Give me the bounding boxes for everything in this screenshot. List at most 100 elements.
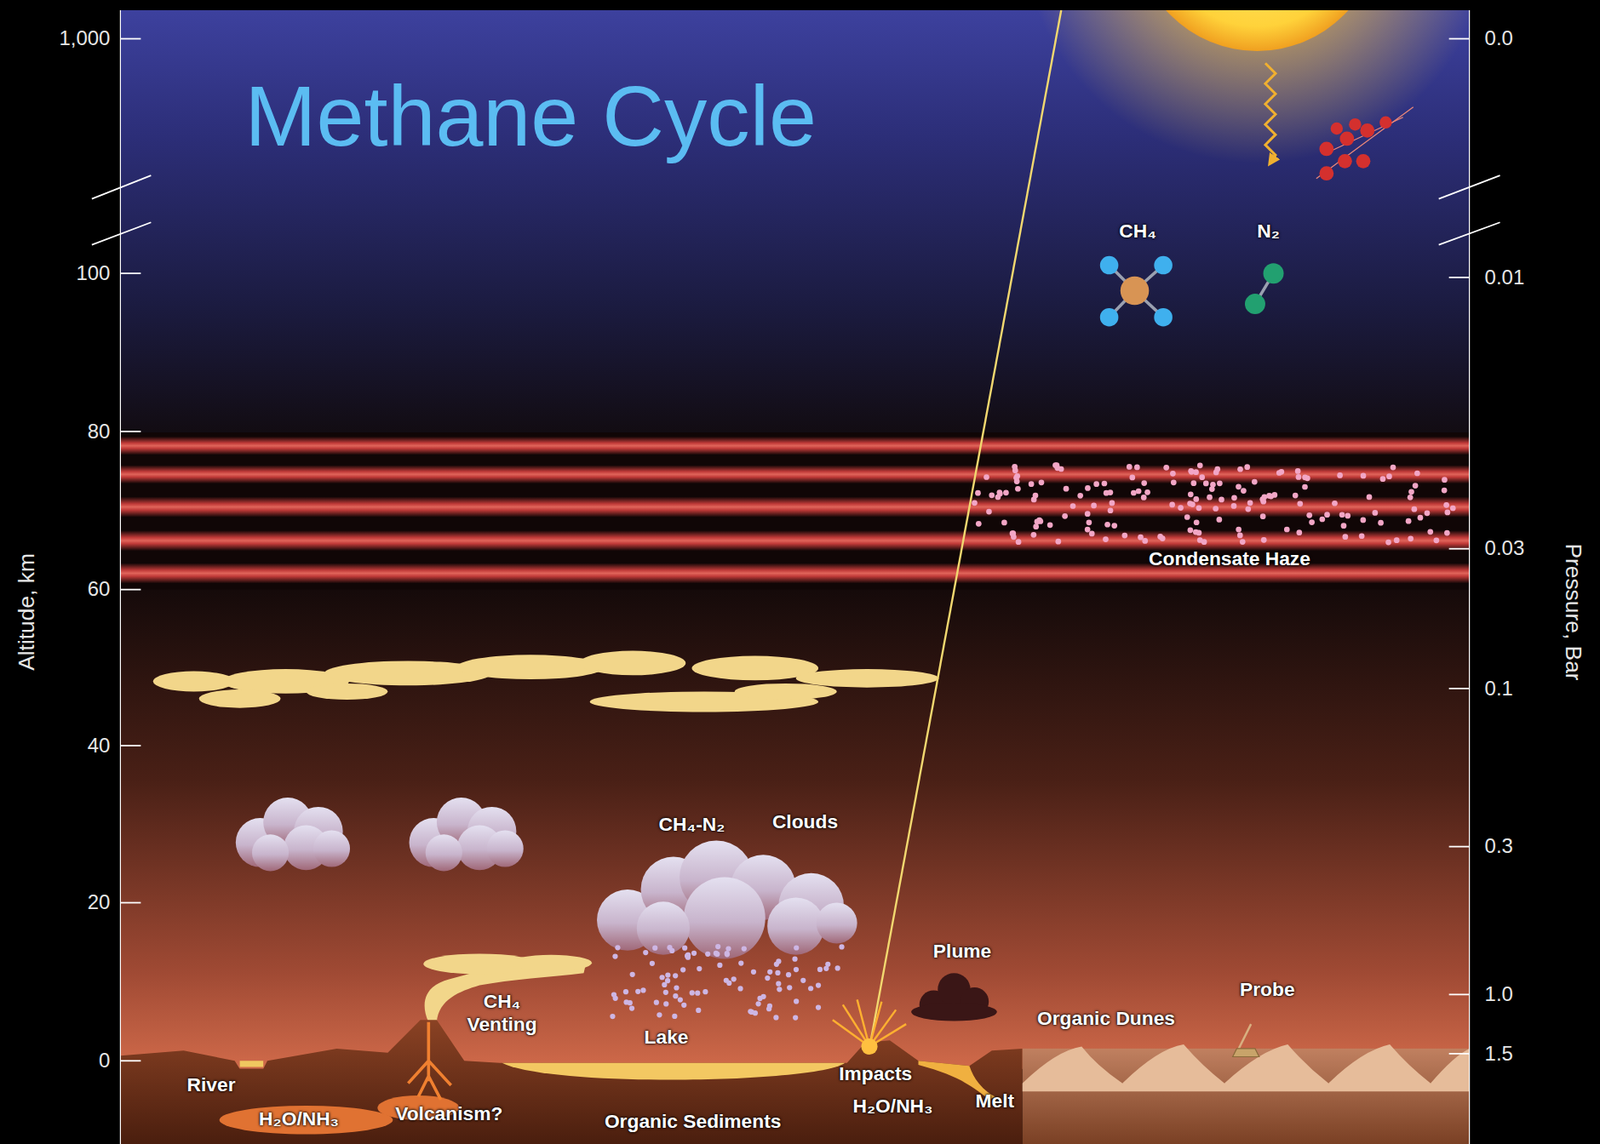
haze-dot [1130, 490, 1137, 497]
haze-dot [1231, 494, 1238, 501]
haze-dot [1393, 537, 1400, 544]
rain-drop [663, 1001, 669, 1007]
diagram-title: Methane Cycle [245, 73, 817, 160]
haze-dot [1196, 504, 1203, 511]
feature-label: Organic Sediments [604, 1111, 782, 1134]
haze-dot [1032, 493, 1039, 499]
haze-dot [1190, 480, 1197, 487]
haze-dot [1247, 499, 1254, 506]
haze-dot [1031, 532, 1038, 539]
rain-drop [767, 969, 773, 975]
rain-drop [627, 1000, 633, 1006]
feature-label: Probe [1239, 978, 1296, 1001]
rain-drop [696, 966, 702, 972]
haze-dot [1306, 512, 1313, 519]
haze-dot [1244, 464, 1251, 471]
haze-dot [1386, 473, 1393, 480]
haze-dot [1001, 520, 1008, 527]
haze-dot [1104, 521, 1111, 528]
haze-dot [1028, 481, 1035, 488]
rain-drop [723, 978, 729, 984]
haze-dot [1077, 493, 1084, 499]
rain-drop [776, 986, 782, 993]
rain-drop [835, 965, 841, 971]
rain-drop [705, 951, 711, 958]
rain-drop [755, 1001, 761, 1007]
haze-dot [1032, 523, 1039, 530]
rain-drop [630, 972, 636, 978]
haze-dot [1170, 479, 1177, 486]
haze-dot [1414, 470, 1421, 477]
haze-dot [1445, 510, 1451, 517]
haze-dot [1296, 501, 1303, 508]
haze-dot [1015, 486, 1021, 493]
rain-drop [702, 989, 708, 995]
haze-dot [1009, 530, 1016, 537]
rain-drop [669, 948, 675, 954]
rain-drop [741, 946, 747, 952]
haze-dot [1061, 513, 1068, 520]
rain-drop [691, 951, 697, 957]
haze-dot [1260, 513, 1267, 520]
haze-dot [1427, 528, 1434, 535]
haze-dot [1101, 481, 1108, 488]
haze-dot [1070, 503, 1077, 510]
haze-dot [1215, 516, 1222, 523]
rain-drop [751, 969, 757, 975]
feature-label: N₂ [1256, 220, 1280, 243]
haze-dot [1441, 487, 1448, 494]
haze-dot [1216, 480, 1223, 487]
haze-dot [1163, 464, 1170, 471]
haze-dot [1047, 521, 1054, 528]
haze-dot [1284, 527, 1291, 534]
axis-label: 60 [87, 578, 111, 603]
haze-dot [1003, 489, 1010, 496]
haze-dot [1450, 505, 1457, 512]
haze-dot [1084, 510, 1091, 517]
haze-dot [1209, 486, 1216, 493]
feature-label: CH₄ Venting [454, 991, 549, 1036]
haze-dot [1129, 475, 1136, 482]
rain-drop [684, 952, 690, 958]
haze-dot [988, 493, 995, 499]
haze-dot [1135, 488, 1142, 495]
feature-label: Organic Dunes [1037, 1008, 1176, 1031]
axis-title: Pressure, Bar [1560, 543, 1587, 681]
haze-dot [1198, 474, 1205, 481]
haze-dot [1193, 519, 1200, 526]
haze-dot [1169, 502, 1176, 509]
haze-dot [1292, 493, 1299, 499]
axis-title: Altitude, km [13, 553, 40, 671]
rain-drop [652, 946, 658, 952]
haze-dot [1407, 494, 1414, 501]
haze-dot [1237, 533, 1244, 540]
rain-drop [649, 961, 655, 967]
haze-dot [1237, 466, 1244, 473]
haze-dot [1121, 533, 1128, 540]
haze-dot [1203, 481, 1210, 488]
haze-dot [1188, 469, 1195, 476]
haze-dot [1141, 538, 1148, 545]
haze-dot [1424, 510, 1431, 517]
rain-drop [752, 1010, 758, 1016]
rain-drop [793, 945, 799, 951]
haze-dot [1084, 485, 1091, 492]
haze-dot [1231, 503, 1238, 510]
haze-dot [1015, 539, 1022, 545]
haze-dot [1304, 475, 1311, 482]
haze-dot [1359, 533, 1365, 540]
haze-dot [1240, 487, 1247, 494]
rain-drop [724, 951, 730, 957]
haze-dot [1405, 518, 1412, 525]
haze-dot [1084, 527, 1091, 534]
haze-dot [1324, 511, 1331, 518]
haze-dot [1341, 522, 1348, 529]
feature-label: H₂O/NH₃ [853, 1095, 934, 1119]
rain-drop [738, 961, 744, 967]
haze-dot [1197, 462, 1204, 469]
rain-drop [609, 1014, 615, 1020]
haze-dot [1266, 493, 1273, 499]
rain-drop [747, 1009, 753, 1015]
haze-dot [1412, 482, 1419, 489]
